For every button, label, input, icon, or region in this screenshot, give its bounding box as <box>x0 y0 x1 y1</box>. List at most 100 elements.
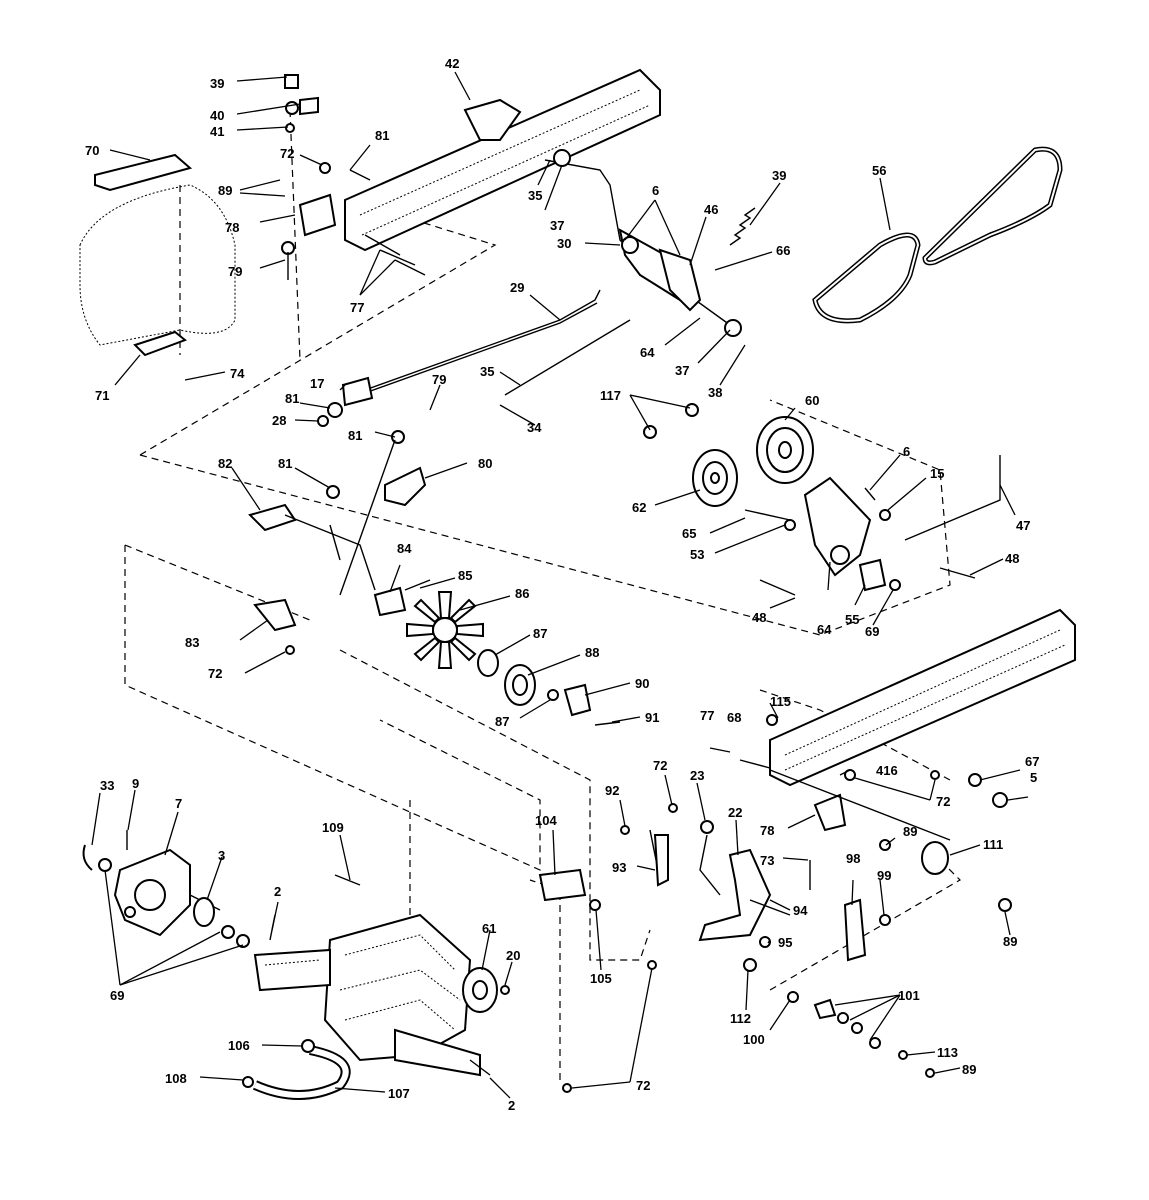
dashed-boundaries <box>124 109 961 1080</box>
callout-61: 61 <box>482 921 496 936</box>
callout-72: 72 <box>208 666 222 681</box>
callout-48: 48 <box>752 610 766 625</box>
callout-105: 105 <box>590 971 612 986</box>
leader-lines <box>91 71 1029 1099</box>
callout-86: 86 <box>515 586 529 601</box>
callout-47: 47 <box>1016 518 1030 533</box>
callout-71: 71 <box>95 388 109 403</box>
callout-112: 112 <box>730 1011 751 1026</box>
callout-85: 85 <box>458 568 472 583</box>
hose <box>242 1039 572 1100</box>
callout-80: 80 <box>478 456 492 471</box>
callout-89: 89 <box>1003 934 1017 949</box>
callout-83: 83 <box>185 635 199 650</box>
callout-99: 99 <box>877 868 891 883</box>
callout-107: 107 <box>388 1086 410 1101</box>
callout-81: 81 <box>375 128 389 143</box>
callout-109: 109 <box>322 820 344 835</box>
callout-53: 53 <box>690 547 704 562</box>
callout-72: 72 <box>280 146 294 161</box>
callout-62: 62 <box>632 500 646 515</box>
drive-belt <box>812 146 1063 324</box>
callout-84: 84 <box>397 541 412 556</box>
callout-3: 3 <box>218 848 225 863</box>
wheel-hub <box>82 830 250 948</box>
callout-67: 67 <box>1025 754 1039 769</box>
callout-9: 9 <box>132 776 139 791</box>
callout-117: 117 <box>600 388 621 403</box>
callout-6: 6 <box>652 183 659 198</box>
callout-115: 115 <box>770 694 791 709</box>
callout-37: 37 <box>675 363 689 378</box>
callout-5: 5 <box>1030 770 1037 785</box>
callout-20: 20 <box>506 948 520 963</box>
callout-30: 30 <box>557 236 571 251</box>
callout-81: 81 <box>285 391 299 406</box>
callout-2: 2 <box>274 884 281 899</box>
callout-42: 42 <box>445 56 459 71</box>
callout-41: 41 <box>210 124 224 139</box>
lever-bracket <box>248 430 427 655</box>
transaxle <box>253 874 510 1077</box>
callout-64: 64 <box>817 622 832 637</box>
callout-35: 35 <box>528 188 542 203</box>
callout-106: 106 <box>228 1038 250 1053</box>
callout-90: 90 <box>635 676 649 691</box>
callout-89: 89 <box>962 1062 976 1077</box>
callout-labels: 39 40 41 42 70 81 72 89 78 79 77 35 37 3… <box>85 56 1039 1113</box>
callout-72: 72 <box>636 1078 650 1093</box>
callout-79: 79 <box>228 264 242 279</box>
callout-69: 69 <box>110 988 124 1003</box>
callout-92: 92 <box>605 783 619 798</box>
callout-77: 77 <box>700 708 714 723</box>
callout-88: 88 <box>585 645 599 660</box>
callout-104: 104 <box>535 813 557 828</box>
callout-35: 35 <box>480 364 494 379</box>
callout-111: 111 <box>983 837 1003 852</box>
shift-linkage <box>317 149 742 427</box>
callout-101: 101 <box>898 988 920 1003</box>
callout-6: 6 <box>903 444 910 459</box>
callout-37: 37 <box>550 218 564 233</box>
fan-assembly <box>373 579 621 726</box>
callout-89: 89 <box>903 824 917 839</box>
callout-87: 87 <box>533 626 547 641</box>
callout-56: 56 <box>872 163 886 178</box>
callout-98: 98 <box>846 851 860 866</box>
callout-82: 82 <box>218 456 232 471</box>
callout-70: 70 <box>85 143 99 158</box>
callout-38: 38 <box>708 385 722 400</box>
callout-74: 74 <box>230 366 245 381</box>
callout-28: 28 <box>272 413 286 428</box>
callout-95: 95 <box>778 935 792 950</box>
callout-60: 60 <box>805 393 819 408</box>
callout-91: 91 <box>645 710 659 725</box>
lower-frame-rail <box>769 608 1076 787</box>
callout-416: 416 <box>876 763 898 778</box>
callout-93: 93 <box>612 860 626 875</box>
callout-23: 23 <box>690 768 704 783</box>
callout-29: 29 <box>510 280 524 295</box>
callout-2: 2 <box>508 1098 515 1113</box>
callout-48: 48 <box>1005 551 1019 566</box>
callout-113: 113 <box>937 1045 958 1060</box>
pulley-group <box>643 403 1001 596</box>
callout-89: 89 <box>218 183 232 198</box>
callout-72: 72 <box>936 794 950 809</box>
axle-parts <box>709 714 1012 962</box>
callout-100: 100 <box>743 1032 765 1047</box>
callout-78: 78 <box>225 220 239 235</box>
callout-77: 77 <box>350 300 364 315</box>
callout-7: 7 <box>175 796 182 811</box>
upper-frame-rail <box>344 68 661 252</box>
callout-40: 40 <box>210 108 224 123</box>
callout-66: 66 <box>776 243 790 258</box>
spring-parts <box>284 74 756 246</box>
callout-46: 46 <box>704 202 718 217</box>
callout-79: 79 <box>432 372 446 387</box>
callout-81: 81 <box>348 428 362 443</box>
callout-108: 108 <box>165 1071 187 1086</box>
callout-39: 39 <box>210 76 224 91</box>
